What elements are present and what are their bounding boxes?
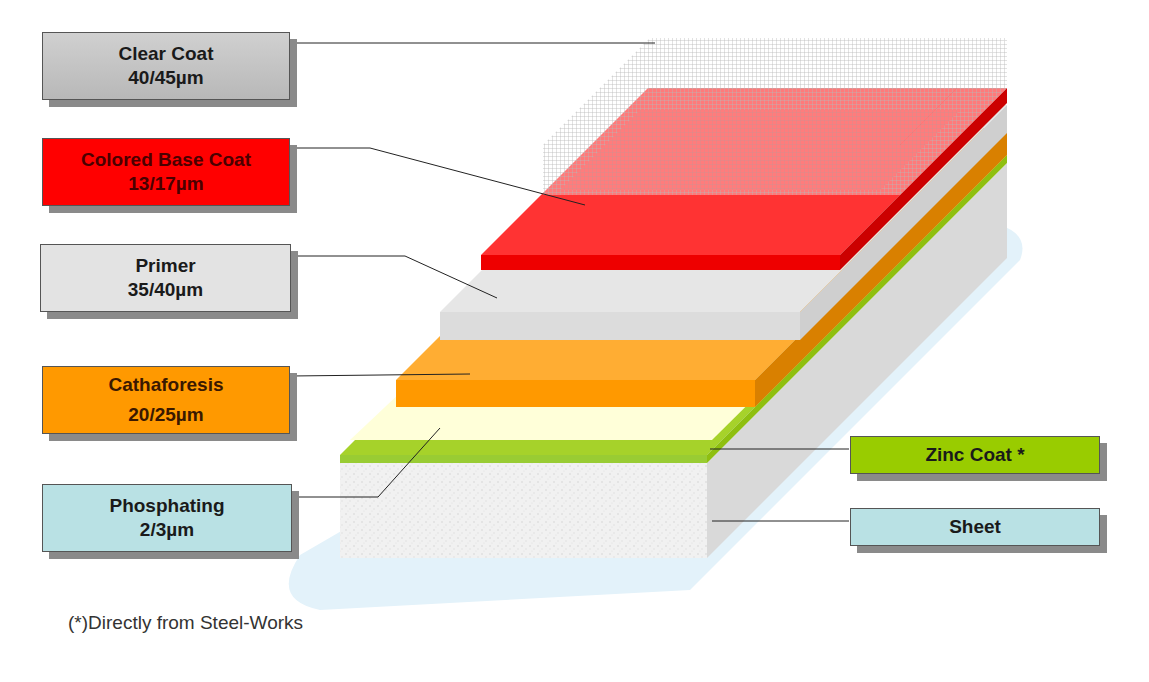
layer-thickness: 40/45µm bbox=[128, 66, 203, 90]
sheet-box: Sheet bbox=[850, 508, 1100, 546]
layer-thickness: 13/17µm bbox=[128, 172, 203, 196]
layer-name: Colored Base Coat bbox=[81, 148, 251, 172]
layer-name: Clear Coat bbox=[118, 42, 213, 66]
zinc-coat-box: Zinc Coat * bbox=[850, 436, 1100, 474]
layer-thickness: 20/25µm bbox=[128, 403, 203, 427]
base-coat-layer bbox=[481, 88, 1007, 270]
cathaforesis-box: Cathaforesis 20/25µm bbox=[42, 366, 290, 434]
clear-coat-layer bbox=[543, 38, 1007, 195]
layer-name: Phosphating bbox=[109, 494, 224, 518]
layer-name: Cathaforesis bbox=[108, 373, 223, 397]
phosphating-box: Phosphating2/3µm bbox=[42, 484, 292, 552]
layer-thickness: 2/3µm bbox=[140, 518, 194, 542]
layer-thickness: 35/40µm bbox=[128, 278, 203, 302]
primer-box: Primer35/40µm bbox=[40, 244, 291, 312]
layer-name: Zinc Coat * bbox=[925, 443, 1024, 467]
layer-name: Sheet bbox=[949, 515, 1001, 539]
layer-name: Primer bbox=[135, 254, 195, 278]
footnote: (*)Directly from Steel-Works bbox=[68, 612, 303, 634]
leader-lines bbox=[291, 43, 849, 521]
clear-coat-box: Clear Coat40/45µm bbox=[42, 32, 290, 100]
base-coat-box: Colored Base Coat13/17µm bbox=[42, 138, 290, 206]
